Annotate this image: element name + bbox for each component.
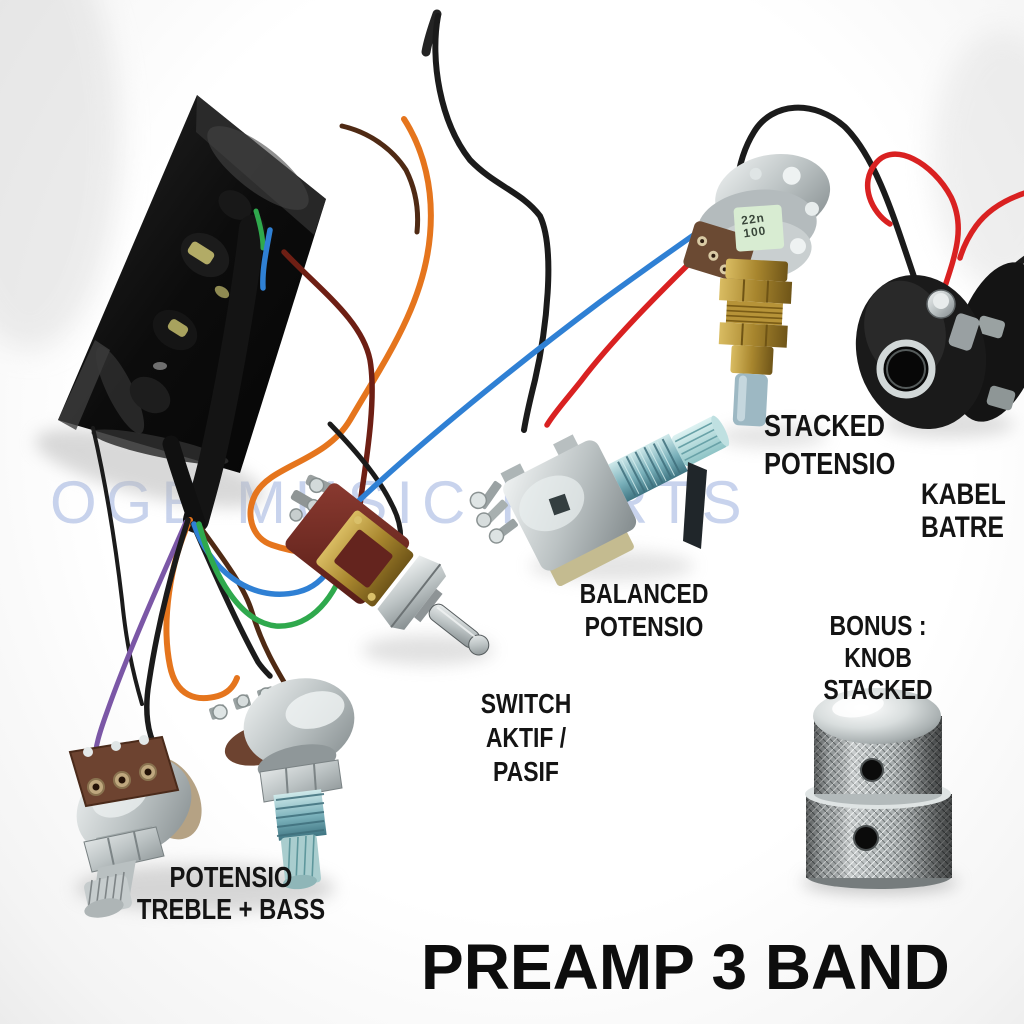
battery-snap-front — [855, 274, 987, 430]
capacitor-22n — [733, 204, 785, 252]
label-bonus-knob-stacked: BONUS : KNOB STACKED — [789, 610, 966, 706]
wire-green-bundle — [196, 521, 350, 629]
label-line: SWITCH — [480, 688, 572, 719]
wire-red-battery-loop — [864, 151, 961, 317]
label-line: POTENSIO — [169, 862, 293, 894]
product-title: PREAMP 3 BAND — [421, 931, 950, 1003]
balanced-potentiometer — [469, 415, 730, 587]
label-line: TREBLE + BASS — [136, 894, 326, 926]
label-switch-aktif-pasif: SWITCH AKTIF / PASIF — [460, 687, 591, 789]
label-stacked-potensio: STACKED POTENSIO — [764, 407, 895, 483]
label-line: POTENSIO — [764, 446, 896, 481]
wire-channel — [183, 215, 265, 533]
wire-green-stub — [253, 208, 266, 251]
label-line: BONUS : — [829, 610, 927, 641]
label-line: KABEL — [921, 478, 1006, 511]
set-screw-upper — [860, 758, 884, 782]
wire-blue-diagonal — [344, 211, 727, 515]
wire-black-battery — [734, 104, 925, 303]
toggle-switch — [285, 474, 490, 656]
wire-black-hanging — [432, 13, 552, 433]
label-line: POTENSIO — [584, 611, 704, 642]
wire-blue-stub — [260, 227, 273, 291]
label-kabel-batre: KABEL BATRE — [921, 478, 1006, 544]
wire-black-bundle-left — [144, 517, 191, 751]
bass-pot — [209, 678, 355, 890]
label-line: BATRE — [921, 511, 1004, 544]
label-line: AKTIF / — [485, 722, 567, 753]
label-line: KNOB STACKED — [823, 642, 933, 705]
label-balanced-potensio: BALANCED POTENSIO — [570, 577, 718, 643]
stacked-knob — [805, 688, 952, 889]
label-line: PASIF — [493, 756, 559, 787]
label-line: STACKED — [764, 408, 885, 443]
treble-pot — [68, 735, 202, 918]
heat-shrink-sleeve — [162, 435, 206, 532]
label-line: BALANCED — [579, 578, 709, 609]
pot-lever-arm — [683, 462, 707, 549]
wire-brown-bundle — [195, 521, 293, 695]
wire-brown-hanging — [339, 123, 421, 235]
wire-red-edge — [957, 190, 1024, 261]
wire-red-diagonal — [544, 244, 709, 428]
wire-black-left — [91, 426, 144, 706]
wire-purple — [92, 519, 189, 763]
label-potensio-treble-bass: POTENSIO TREBLE + BASS — [126, 862, 336, 926]
stacked-potentiometer — [683, 153, 831, 427]
set-screw-lower — [853, 825, 879, 851]
preamp-module — [58, 95, 326, 533]
